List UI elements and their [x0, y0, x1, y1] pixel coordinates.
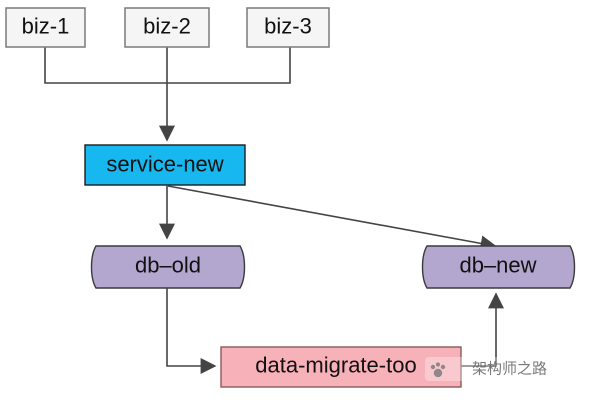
watermark-backdrop: [425, 357, 560, 381]
node-biz-1: biz-1: [5, 7, 86, 48]
biz-1-label: biz-1: [22, 13, 70, 38]
db-old-label: db–old: [135, 252, 201, 277]
watermark: 架构师之路: [425, 357, 560, 381]
watermark-text: 架构师之路: [472, 360, 547, 377]
data-migrate-tool-box: [220, 346, 462, 388]
db-new-shape: [421, 245, 576, 289]
biz-3-box: [246, 7, 330, 48]
paw-icon: [430, 362, 446, 378]
edge-db-old-to-data-migrate-tool: [166, 288, 217, 374]
data-migrate-tool-label: data-migrate-too: [255, 352, 416, 377]
service-new-label: service-new: [106, 151, 223, 176]
node-biz-2: biz-2: [124, 7, 210, 48]
biz-merge-connector: [44, 47, 291, 84]
biz-1-box: [5, 7, 86, 48]
node-data-migrate-tool: data-migrate-too: [220, 346, 462, 388]
node-db-new: db–new: [421, 245, 576, 289]
node-db-old: db–old: [90, 245, 246, 289]
biz-2-label: biz-2: [143, 13, 191, 38]
db-old-shape: [90, 245, 246, 289]
edge-data-migrate-tool-to-db-new: [461, 292, 504, 367]
node-biz-3: biz-3: [246, 7, 330, 48]
node-service-new: service-new: [84, 144, 246, 186]
edge-service-new-to-db-new: [167, 185, 497, 252]
biz-3-label: biz-3: [264, 13, 312, 38]
service-new-box: [84, 144, 246, 186]
db-new-label: db–new: [459, 252, 536, 277]
biz-2-box: [124, 7, 210, 48]
